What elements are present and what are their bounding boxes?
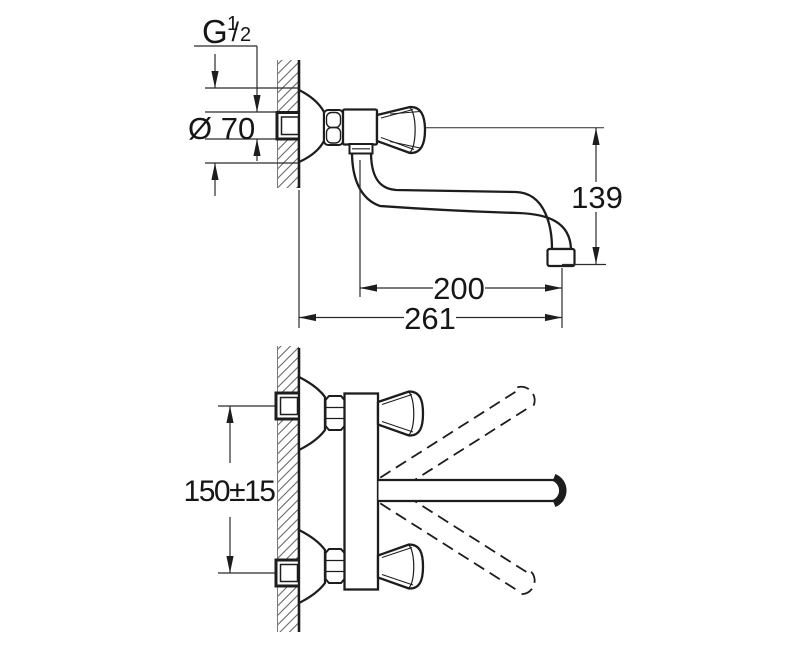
- escutcheon-side: [297, 88, 326, 164]
- inlet-spacing-label: 150±15: [184, 475, 276, 508]
- dashed-spout-tip: [517, 571, 536, 596]
- escutcheon-lower: [297, 528, 327, 605]
- union-inner: [279, 396, 299, 416]
- valve-body-side: [341, 108, 379, 146]
- handle-upper-plan: [376, 390, 425, 437]
- spout-tip: [552, 474, 567, 507]
- dashed-spout-tip: [517, 385, 536, 410]
- mounting-nut-upper: [324, 395, 346, 431]
- thread-letter-label: G: [202, 13, 228, 50]
- dimension-flange-diameter: Ø 70: [188, 54, 255, 196]
- arrow-up-icon: [226, 406, 234, 423]
- arrow-up-icon: [211, 163, 219, 180]
- mounting-nut-lower: [324, 548, 346, 584]
- nut-outer: [324, 395, 346, 431]
- dashed-spout-edge: [379, 502, 520, 593]
- dimension-spout-height: 139: [562, 128, 623, 266]
- dimension-thread-size: G 1 / 2: [194, 13, 261, 161]
- handle-side: [375, 105, 427, 155]
- spout-reach-label: 200: [433, 271, 485, 306]
- plan-view: 150±15: [184, 346, 567, 632]
- arrow-down-icon: [226, 556, 234, 573]
- extension-lines-side: [205, 87, 298, 164]
- spout-tube-fill: [378, 479, 555, 502]
- nut-facet: [325, 126, 342, 144]
- spout-plan: [378, 474, 567, 507]
- dimension-overall-depth: 261: [298, 190, 562, 336]
- union-inner: [280, 116, 300, 136]
- arrow-down-icon: [211, 71, 219, 88]
- union-inner: [279, 563, 299, 583]
- dashed-spout-edge: [379, 388, 520, 479]
- inlet-union-lower: [274, 558, 304, 588]
- thread-slash-label: /: [232, 17, 240, 47]
- spout-outlet-side: [546, 247, 576, 268]
- arrow-right-icon: [545, 284, 562, 292]
- arrow-down-icon: [592, 247, 600, 264]
- handle-outline: [375, 105, 427, 155]
- handle-shading-line: [381, 394, 413, 405]
- thread-numerator-label: 1: [227, 13, 238, 35]
- flange-diameter-label: Ø 70: [188, 111, 255, 146]
- handle-shading-line: [381, 547, 413, 558]
- spout-side: [350, 150, 573, 251]
- thread-denominator-label: 2: [240, 24, 251, 46]
- arrow-up-icon: [253, 139, 261, 156]
- spout-tailpiece: [348, 143, 374, 155]
- handle-shading-line: [381, 574, 414, 586]
- inlet-union-upper: [274, 391, 304, 421]
- arrow-down-icon: [253, 95, 261, 112]
- handle-shading-line: [389, 111, 421, 115]
- arrow-left-icon: [360, 284, 377, 292]
- valve-body-plan: [343, 392, 380, 591]
- dimension-spout-reach: 200: [359, 160, 563, 328]
- nut-outer: [324, 548, 346, 584]
- handle-cap-edge: [408, 544, 415, 589]
- overall-depth-label: 261: [404, 301, 456, 336]
- mounting-nut-side: [323, 109, 344, 146]
- dimension-inlet-spacing: 150±15: [184, 405, 277, 574]
- handle-lower-plan: [376, 543, 425, 590]
- arrow-up-icon: [592, 128, 600, 145]
- wall-hatch-plan: [277, 346, 299, 632]
- spout-height-label: 139: [571, 180, 623, 215]
- arrow-left-icon: [299, 313, 316, 322]
- side-view: Ø 70 G 1 / 2: [188, 13, 623, 336]
- arrow-right-icon: [545, 313, 562, 322]
- handle-shading-line: [381, 421, 414, 433]
- handle-shading-line: [389, 141, 421, 149]
- escutcheon-upper: [297, 375, 327, 452]
- handle-cap-edge: [408, 391, 415, 436]
